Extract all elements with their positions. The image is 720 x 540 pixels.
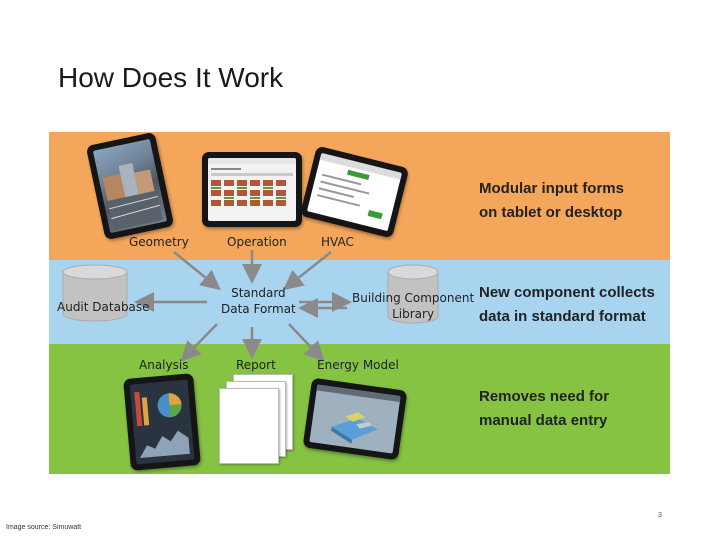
audit-database-icon	[62, 264, 128, 322]
energy-model-tablet	[302, 377, 408, 461]
geometry-label: Geometry	[129, 235, 189, 249]
3d-model-icon	[316, 384, 401, 444]
analysis-tablet	[123, 373, 201, 471]
standard-label-line-2: Data Format	[221, 302, 296, 316]
analysis-arrow	[180, 323, 218, 362]
hvac-label: HVAC	[321, 235, 354, 249]
geometry-tablet	[85, 132, 175, 241]
input-description-line-2: on tablet or desktop	[479, 204, 623, 221]
audit-database-label: Audit Database	[57, 300, 150, 314]
energy-model-label: Energy Model	[317, 358, 399, 372]
analysis-chart-icon	[134, 391, 190, 459]
component-library-icon	[387, 264, 439, 324]
input-description-line-1: Modular input forms	[479, 180, 624, 197]
component-library-node: Building Component Library	[352, 290, 474, 322]
standard-label-line-1: Standard	[231, 286, 286, 300]
energy-model-arrow	[288, 323, 325, 362]
report-label: Report	[236, 358, 276, 372]
workflow-diagram: Modular input forms on tablet or desktop…	[49, 132, 670, 474]
report-document-icon	[219, 388, 279, 464]
output-description: Removes need for manual data entry	[479, 385, 664, 433]
flow-arrows	[134, 250, 352, 362]
analysis-label: Analysis	[139, 358, 189, 372]
page-number: 3	[658, 512, 662, 519]
data-description: New component collects data in standard …	[479, 281, 664, 329]
hvac-form-icon	[316, 152, 403, 220]
operation-tablet	[202, 152, 302, 227]
library-label-line-2: Library	[392, 307, 435, 321]
slide-title: How Does It Work	[58, 62, 284, 93]
output-description-line-1: Removes need for	[479, 388, 610, 405]
spreadsheet-form-icon	[208, 158, 296, 206]
data-description-line-1: New component collects	[479, 284, 655, 301]
standard-data-format-node: Standard Data Format	[221, 285, 296, 317]
library-label-line-1: Building Component	[352, 291, 475, 305]
data-description-line-2: data in standard format	[479, 308, 646, 325]
hvac-arrow	[283, 251, 332, 291]
city-photo-icon	[102, 163, 163, 231]
hvac-tablet	[299, 145, 410, 239]
image-source: Image source: Simuwatt	[6, 524, 82, 531]
geometry-arrow	[173, 251, 221, 291]
operation-label: Operation	[227, 235, 287, 249]
output-description-line-2: manual data entry	[479, 412, 608, 429]
input-description: Modular input forms on tablet or desktop	[479, 177, 664, 225]
